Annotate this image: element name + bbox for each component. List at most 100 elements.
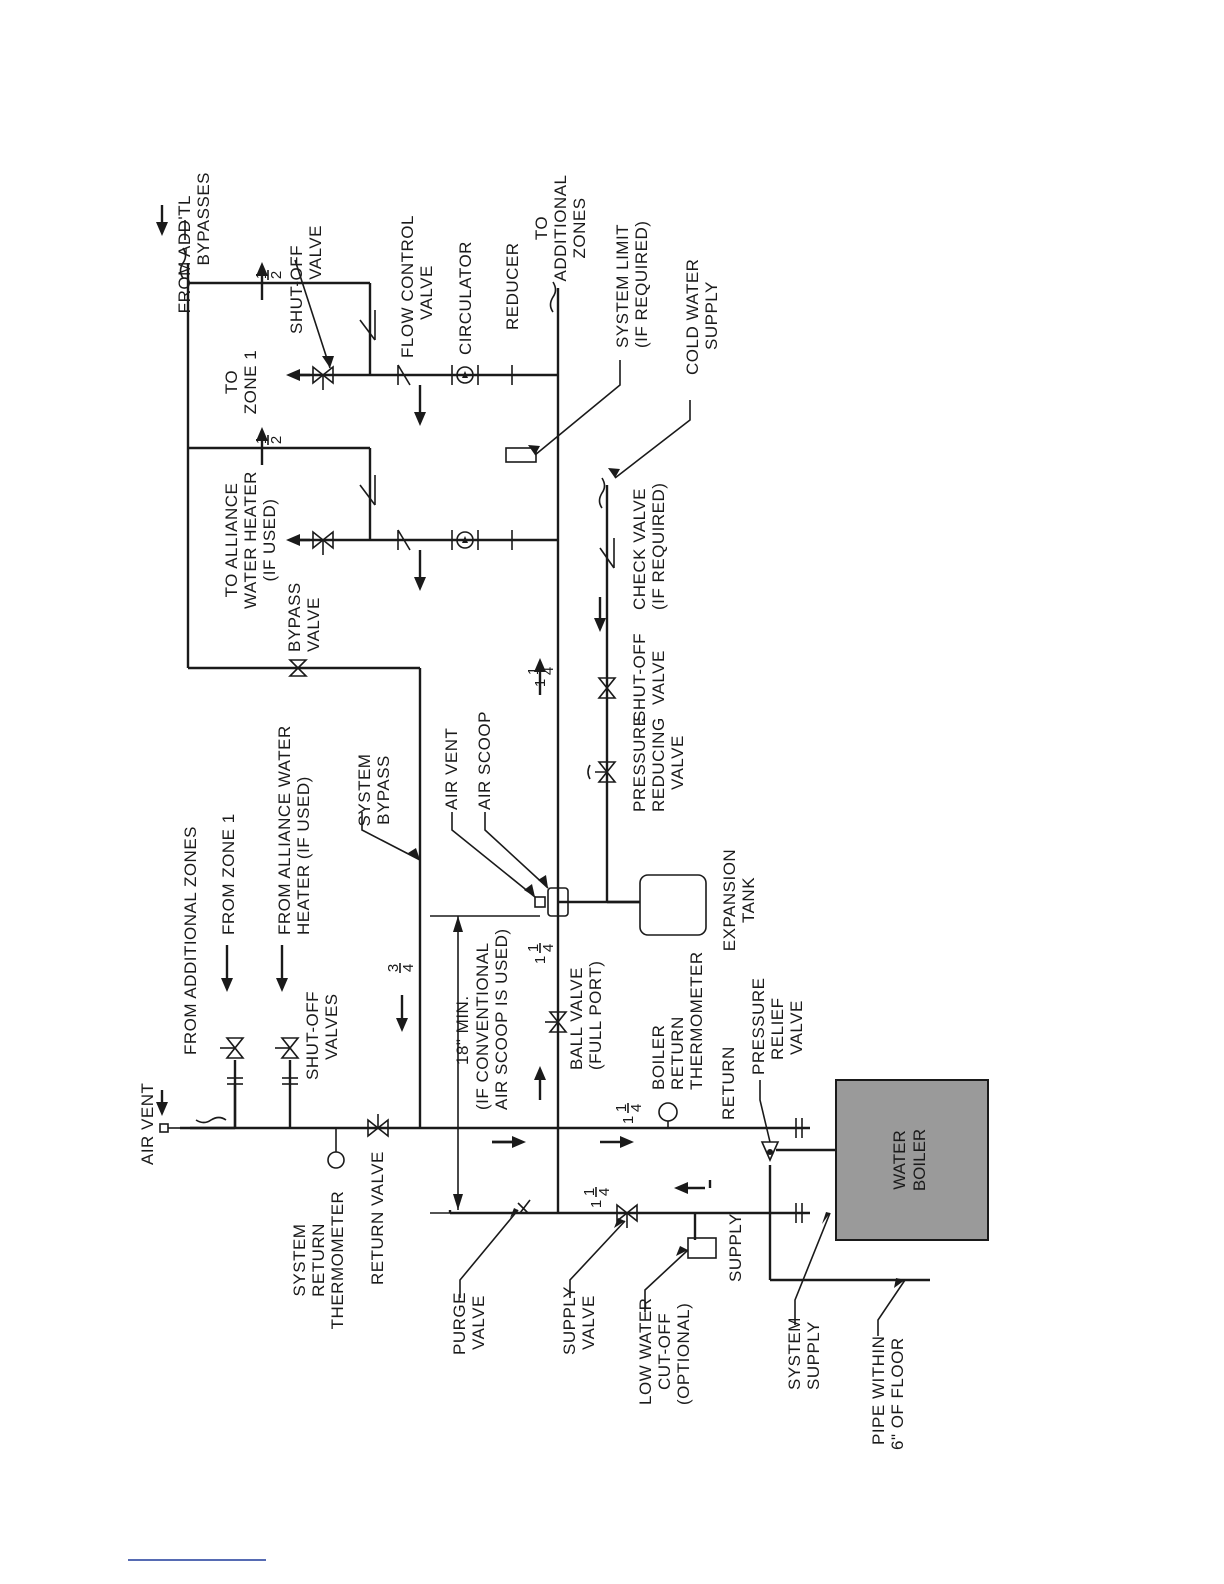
frac-b-den: 4 — [628, 1104, 645, 1112]
check-valve-cold-water — [599, 538, 615, 569]
label-low-water-3: (OPTIONAL) — [674, 1303, 693, 1405]
leader-system-limit — [534, 360, 621, 456]
leader-arrowhead-shutoff — [322, 356, 334, 368]
leader-supply-valve — [569, 1220, 626, 1298]
label-to-alliance-3: (IF USED) — [260, 499, 279, 582]
frac-mid-whole: 1 — [532, 679, 549, 687]
label-system-supply-2: SUPPLY — [804, 1321, 823, 1390]
water-boiler-label-1: WATER — [890, 1130, 909, 1190]
leader-floor-pipe — [877, 1279, 906, 1336]
return-valve — [367, 1114, 389, 1138]
leader-shutoff-top — [294, 259, 331, 369]
frac-c-whole: 1 — [588, 1200, 605, 1208]
leader-arrowhead-cutoff — [676, 1246, 688, 1256]
pipe-size-one-quarter-b: 1 1 4 — [613, 1103, 645, 1124]
label-supply: SUPPLY — [726, 1213, 745, 1282]
boiler-return-thermometer — [658, 1102, 678, 1122]
leader-low-water-cutoff — [644, 1249, 689, 1312]
label-expansion-tank-1: EXPANSION — [720, 849, 739, 951]
label-return-valve: RETURN VALVE — [368, 1151, 387, 1285]
expansion-tank — [639, 874, 707, 936]
label-pressure-relief-1: PRESSURE — [749, 977, 768, 1075]
label-system-limit-2: (IF REQUIRED) — [632, 221, 651, 348]
label-pressure-reducing-3: VALVE — [668, 735, 687, 790]
flow-arrow-zone1-out — [286, 369, 310, 381]
leader-arrowhead-sys-supply — [822, 1212, 830, 1224]
label-18-min-3: AIR SCOOP IS USED) — [492, 928, 511, 1110]
flow-arrow-cold-water — [594, 597, 606, 632]
label-reducer: REDUCER — [503, 242, 522, 330]
label-ball-valve-1: BALL VALVE — [567, 967, 586, 1070]
flow-arrow-header-2 — [256, 427, 268, 465]
label-from-alliance-2: HEATER (IF USED) — [294, 776, 313, 935]
frac-half-b-num: 1 — [253, 436, 270, 444]
air-vent-top-device — [159, 1123, 180, 1133]
label-to-zone1-2: ZONE 1 — [241, 350, 260, 414]
label-from-addtl-bypasses-1: FROM ADD'TL — [175, 195, 194, 313]
frac-c-num: 1 — [581, 1188, 598, 1196]
label-to-additional-zones-2: ADDITIONAL — [551, 174, 570, 281]
label-to-alliance-1: TO ALLIANCE — [222, 483, 241, 598]
leader-arrowhead-bypass — [408, 848, 420, 860]
frac-mid-den: 4 — [540, 667, 557, 675]
label-boiler-return-therm-2: RETURN — [668, 1016, 687, 1090]
label-boiler-return-therm-3: THERMOMETER — [687, 951, 706, 1090]
circulator-zone1 — [451, 365, 479, 385]
flow-arrow-return-heater — [276, 945, 288, 992]
pipe-size-three-quarter: 3 4 — [385, 963, 417, 973]
boiler-unions — [795, 1118, 803, 1223]
label-purge-valve-1: PURGE — [450, 1292, 469, 1355]
pressure-reducing-valve — [587, 761, 617, 783]
frac-half-a-den: 2 — [268, 271, 285, 279]
frac-a-den: 4 — [540, 944, 557, 952]
pressure-relief-valve — [760, 1141, 780, 1162]
break-mark-zones — [549, 281, 557, 313]
label-shutoff-top-1: SHUT-OFF — [287, 245, 306, 334]
leader-purge-valve — [459, 1209, 519, 1298]
pipe-size-one-quarter-a: 1 1 4 — [525, 943, 557, 964]
label-from-addtl-bypasses-2: BYPASSES — [194, 172, 213, 265]
supply-valve — [616, 1203, 638, 1228]
check-valve-heater — [359, 475, 376, 506]
pipe-size-half-b: 1 2 — [253, 435, 285, 445]
label-bypass-valve-2: VALVE — [304, 597, 323, 652]
flow-arrow-return-4 — [600, 1136, 634, 1148]
leader-arrowhead-limit — [528, 445, 540, 455]
label-purge-valve-2: VALVE — [469, 1295, 488, 1350]
bypass-valve — [288, 659, 308, 677]
label-cold-water-1: COLD WATER — [683, 259, 702, 375]
leader-lines — [184, 220, 906, 1336]
pipe-break-marks — [179, 247, 606, 1124]
label-pipe-floor-1: PIPE WITHIN — [869, 1336, 888, 1445]
label-shutoff-valves-2: VALVES — [322, 993, 341, 1060]
flow-arrow-supply-2 — [674, 1180, 712, 1194]
flow-arrow-header-1 — [256, 262, 268, 300]
flow-arrow-heater-out — [286, 534, 310, 546]
label-to-additional-zones-3: ZONES — [570, 197, 589, 258]
system-return-thermometer — [327, 1151, 345, 1169]
label-pressure-relief-3: VALVE — [787, 1000, 806, 1055]
label-air-scoop: AIR SCOOP — [475, 711, 494, 810]
purge-valve — [517, 1199, 531, 1214]
leader-system-supply — [794, 1212, 831, 1325]
leader-arrowhead-purge — [510, 1208, 518, 1218]
label-sys-return-therm-1: SYSTEM — [290, 1224, 309, 1297]
label-supply-valve-2: VALVE — [579, 1295, 598, 1350]
shutoff-valve-zone1 — [312, 365, 334, 390]
label-supply-valve-1: SUPPLY — [560, 1286, 579, 1355]
flow-arrow-main — [534, 658, 546, 695]
label-shutoff-valves-1: SHUT-OFF — [303, 991, 322, 1080]
leader-arrowhead-cold — [608, 468, 620, 478]
label-boiler-return-therm-1: BOILER — [649, 1025, 668, 1090]
flow-arrow-return-3 — [492, 1136, 526, 1148]
label-circulator: CIRCULATOR — [456, 241, 475, 355]
label-flow-control-2: VALVE — [417, 265, 436, 320]
label-shutoff-mid-2: VALVE — [649, 650, 668, 705]
shutoff-valve-cold-water — [597, 677, 617, 699]
water-boiler-body — [835, 1079, 989, 1241]
label-ball-valve-2: (FULL PORT) — [586, 961, 605, 1070]
dimension-arrow-bottom — [453, 1194, 463, 1210]
flow-arrow-three-quarter — [396, 995, 408, 1032]
flow-arrow-supply-1 — [534, 1066, 546, 1100]
